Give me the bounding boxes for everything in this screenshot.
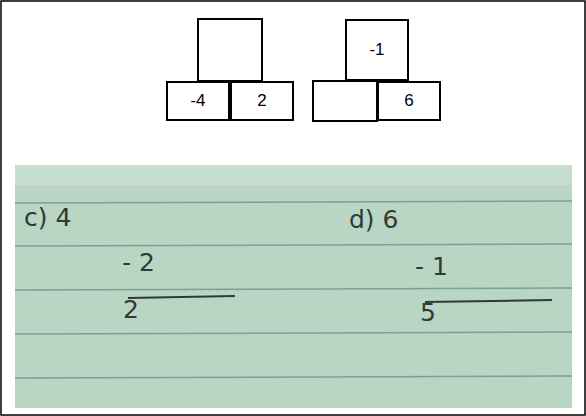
ruled-line bbox=[15, 376, 572, 378]
handwritten-text: 5 bbox=[420, 298, 436, 327]
number-box: -1 bbox=[345, 19, 409, 81]
handwritten-text: c) 4 bbox=[24, 203, 71, 232]
ruled-line bbox=[15, 288, 572, 290]
handwritten-text: d) 6 bbox=[349, 205, 398, 234]
box-number: -1 bbox=[369, 40, 384, 60]
handwritten-text: - 2 bbox=[122, 248, 155, 277]
notebook-photo bbox=[15, 165, 572, 408]
underline-stroke bbox=[425, 300, 552, 302]
box-number: -4 bbox=[190, 91, 205, 111]
ruled-line bbox=[15, 244, 572, 246]
box-number: 2 bbox=[257, 91, 266, 111]
number-box: -4 bbox=[166, 81, 230, 121]
photo-glare bbox=[15, 165, 572, 185]
underline-stroke bbox=[128, 296, 235, 298]
empty-box bbox=[313, 81, 377, 121]
number-box: 6 bbox=[377, 81, 441, 121]
handwritten-text: - 1 bbox=[415, 252, 448, 281]
number-box: 2 bbox=[230, 81, 294, 121]
box-number: 6 bbox=[404, 91, 413, 111]
ruled-line bbox=[15, 201, 572, 203]
empty-box bbox=[198, 19, 262, 81]
ruled-line bbox=[15, 332, 572, 334]
handwritten-text: 2 bbox=[123, 295, 139, 324]
